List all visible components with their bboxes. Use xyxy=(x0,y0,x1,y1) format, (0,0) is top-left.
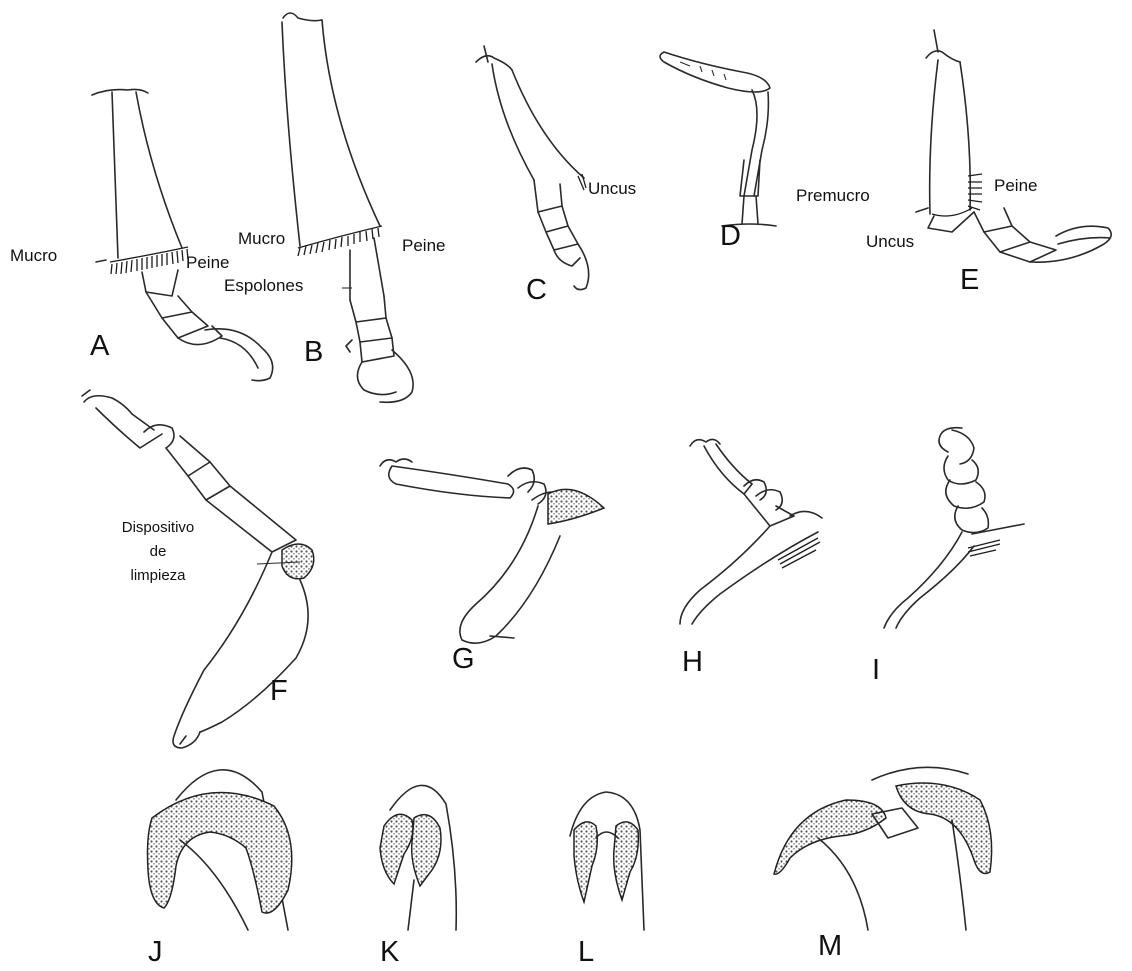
label-e-premucro: Premucro xyxy=(796,186,870,206)
panel-label-a: A xyxy=(90,330,109,363)
label-e-uncus: Uncus xyxy=(866,232,914,252)
leader-lines xyxy=(257,288,352,564)
panel-label-l: L xyxy=(578,936,594,969)
mouthpart-drawing-m xyxy=(774,767,992,930)
leg-drawing-g xyxy=(380,459,604,643)
panel-label-j: J xyxy=(148,936,163,969)
panel-label-f: F xyxy=(270,675,288,708)
label-a-peine: Peine xyxy=(186,253,229,273)
label-f-cleaning-device: Dispositivo de limpieza xyxy=(108,516,208,588)
mouthpart-drawing-j xyxy=(148,770,292,930)
panel-label-b: B xyxy=(304,336,323,369)
panel-label-d: D xyxy=(720,220,741,253)
label-f-line-3: limpieza xyxy=(108,564,208,588)
leg-drawing-d xyxy=(660,52,776,226)
leg-drawing-h xyxy=(680,439,822,624)
panel-label-c: C xyxy=(526,274,547,307)
mouthpart-drawing-k xyxy=(380,785,456,930)
label-f-line-1: Dispositivo xyxy=(108,516,208,540)
label-a-mucro: Mucro xyxy=(10,246,57,266)
label-c-uncus: Uncus xyxy=(588,179,636,199)
panel-label-i: I xyxy=(872,654,880,687)
panel-label-h: H xyxy=(682,646,703,679)
panel-label-k: K xyxy=(380,936,399,969)
panel-label-g: G xyxy=(452,643,475,676)
label-b-mucro: Mucro xyxy=(238,229,285,249)
leg-drawing-c xyxy=(476,46,589,290)
mouthpart-drawing-l xyxy=(570,792,644,930)
panel-label-e: E xyxy=(960,264,979,297)
leg-drawing-i xyxy=(884,428,1024,628)
panel-label-m: M xyxy=(818,930,842,963)
label-b-espolones: Espolones xyxy=(224,276,303,296)
label-b-peine: Peine xyxy=(402,236,445,256)
label-e-peine: Peine xyxy=(994,176,1037,196)
leg-drawing-b xyxy=(282,13,413,402)
leg-drawing-e xyxy=(916,30,1111,262)
label-f-line-2: de xyxy=(108,540,208,564)
